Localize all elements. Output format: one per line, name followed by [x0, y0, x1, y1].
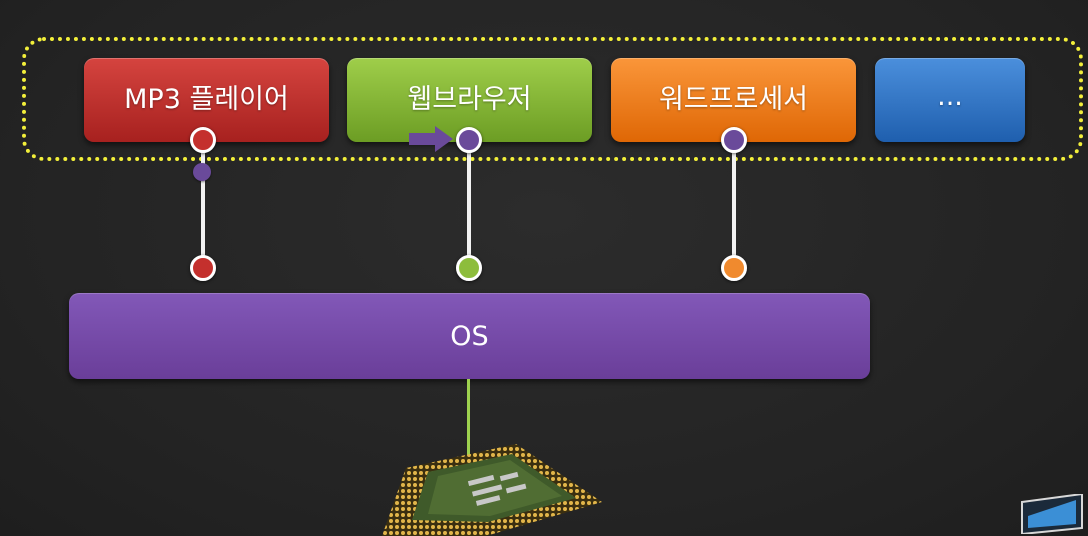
mp3-os-port: [190, 255, 216, 281]
word-connection-wire: [732, 140, 736, 268]
web-os-port: [456, 255, 482, 281]
applications-group-outline: [22, 37, 1083, 161]
web-browser-label: 웹브라우저: [407, 83, 532, 115]
web-connection-wire: [467, 140, 471, 268]
mp3-app-port: [190, 127, 216, 153]
word-os-port: [721, 255, 747, 281]
arrow-right-icon: [409, 126, 453, 152]
more-apps-label: ...: [937, 80, 963, 112]
more-apps-box: ...: [875, 58, 1025, 142]
mp3-connection-wire: [201, 140, 205, 268]
web-app-port: [456, 127, 482, 153]
cpu-connection-wire: [467, 379, 470, 457]
os-box: OS: [69, 293, 870, 379]
cpu-chip-icon: [382, 444, 602, 536]
process-token: [193, 163, 211, 181]
word-app-port: [721, 127, 747, 153]
os-label: OS: [450, 320, 489, 352]
mp3-player-label: MP3 플레이어: [124, 83, 289, 115]
word-processor-box: 워드프로세서: [611, 58, 856, 142]
word-processor-label: 워드프로세서: [658, 83, 809, 115]
window-icon: [1021, 494, 1083, 534]
